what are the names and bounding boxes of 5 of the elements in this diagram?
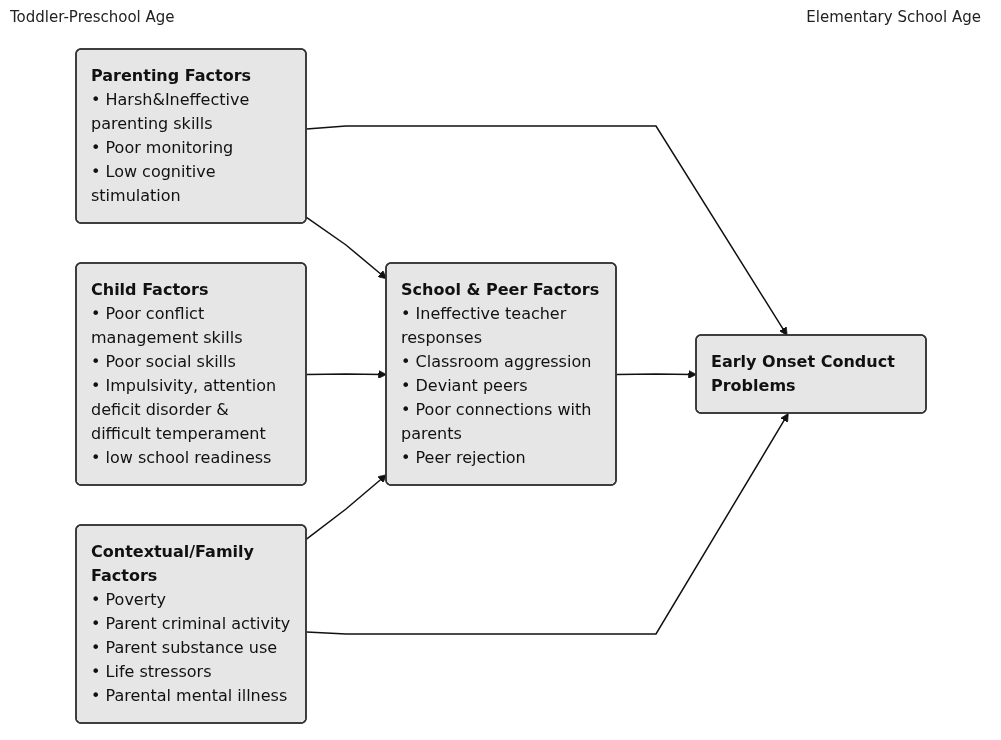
age-label: Toddler-Preschool Age — [10, 8, 175, 28]
arrow — [305, 474, 387, 540]
arrow — [305, 413, 789, 635]
arrow — [305, 125, 788, 336]
age-label: Elementary School Age — [806, 8, 981, 28]
